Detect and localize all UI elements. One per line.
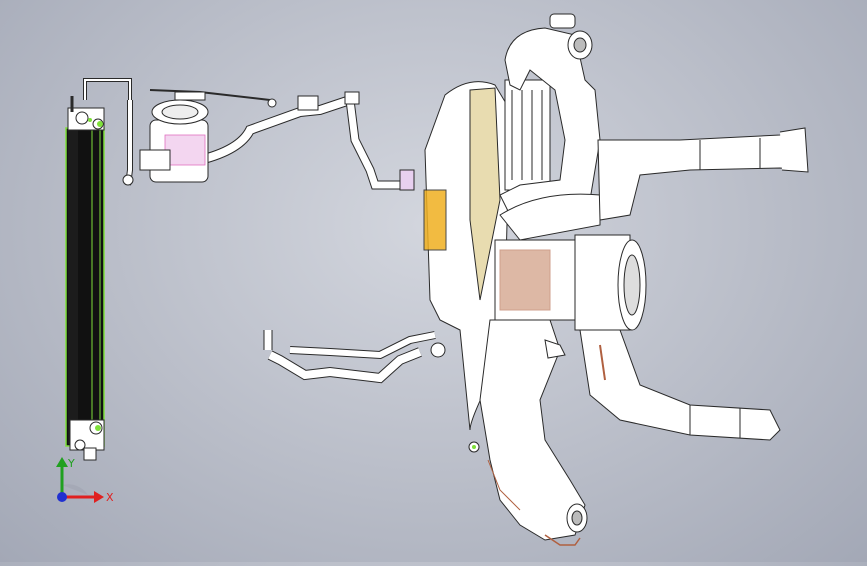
- right-upper-duct[interactable]: [597, 127, 809, 221]
- ac-compressor[interactable]: [122, 91, 209, 186]
- condenser-radiator[interactable]: [65, 96, 105, 461]
- selected-edges: [88, 118, 476, 449]
- coordinate-triad: Y X: [50, 455, 120, 515]
- hvac-module[interactable]: [423, 79, 647, 431]
- y-axis-label: Y: [67, 457, 75, 470]
- right-lower-duct[interactable]: [579, 329, 781, 441]
- z-axis-dot: [57, 492, 67, 502]
- line-fittings: [267, 91, 446, 358]
- x-axis-label: X: [106, 491, 114, 504]
- refrigerant-lines: [83, 78, 436, 384]
- upper-air-duct[interactable]: [499, 13, 601, 241]
- lower-air-duct[interactable]: [468, 319, 588, 546]
